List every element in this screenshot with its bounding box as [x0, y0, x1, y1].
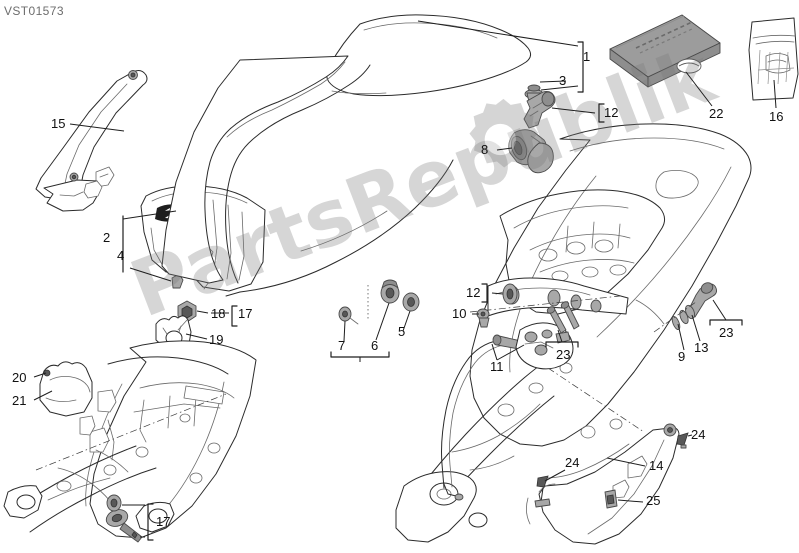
callout-18: 18 [211, 306, 226, 321]
part-10-spacer [476, 308, 490, 328]
rear-subframe-assembly [395, 123, 752, 543]
callout-12-upper: 12 [604, 105, 619, 120]
part-20-fastener [43, 369, 51, 377]
callout-22: 22 [709, 106, 724, 121]
callout-1: 1 [583, 49, 591, 64]
callout-17-keyset: 17 [156, 514, 171, 529]
callout-19: 19 [209, 332, 224, 347]
part-24-fastener-upper [676, 432, 689, 449]
part-24-fastener-lower [534, 475, 551, 508]
callout-24-lower: 24 [565, 455, 580, 470]
callout-23-left: 23 [556, 347, 571, 362]
callout-21: 21 [12, 393, 27, 408]
part-12-upper-fastener [523, 91, 556, 129]
callout-15: 15 [51, 116, 66, 131]
lower-left-subframe [3, 340, 257, 539]
part-8-seat-lock-barrel [508, 129, 554, 174]
callout-11: 11 [490, 359, 504, 374]
callout-12-lower: 12 [466, 285, 481, 300]
part-20-21-cover-plate [39, 361, 93, 417]
callout-13: 13 [694, 340, 709, 355]
part-9-13-23-right-cluster [635, 282, 718, 333]
callout-14: 14 [649, 458, 664, 473]
part-15-tail-trim-panel [35, 70, 148, 212]
callout-10: 10 [452, 306, 467, 321]
part-25-clip [604, 489, 618, 509]
callout-16: 16 [769, 109, 784, 124]
part-5-6-7-bushings [338, 279, 420, 325]
callout-25: 25 [646, 493, 661, 508]
callout-24-upper: 24 [691, 427, 706, 442]
callout-6: 6 [371, 338, 379, 353]
callout-23-right: 23 [719, 325, 734, 340]
part-14-side-cover [526, 423, 689, 545]
callout-5: 5 [398, 324, 406, 339]
part-23-screw-pair-left [546, 301, 580, 334]
part-16-tool-pouch [748, 17, 799, 101]
callout-3: 3 [559, 73, 567, 88]
callout-7: 7 [338, 338, 346, 353]
callout-17-lockset: 17 [238, 306, 253, 321]
callout-8: 8 [481, 142, 489, 157]
part-22-owners-manual [609, 14, 721, 88]
part-17-key-set [105, 494, 143, 543]
callout-9: 9 [678, 349, 686, 364]
callout-20: 20 [12, 370, 27, 385]
callout-4: 4 [117, 248, 125, 263]
part-12-lower-fastener [502, 283, 518, 305]
callout-2: 2 [103, 230, 111, 245]
drawing-code-label: VST01573 [4, 4, 64, 18]
